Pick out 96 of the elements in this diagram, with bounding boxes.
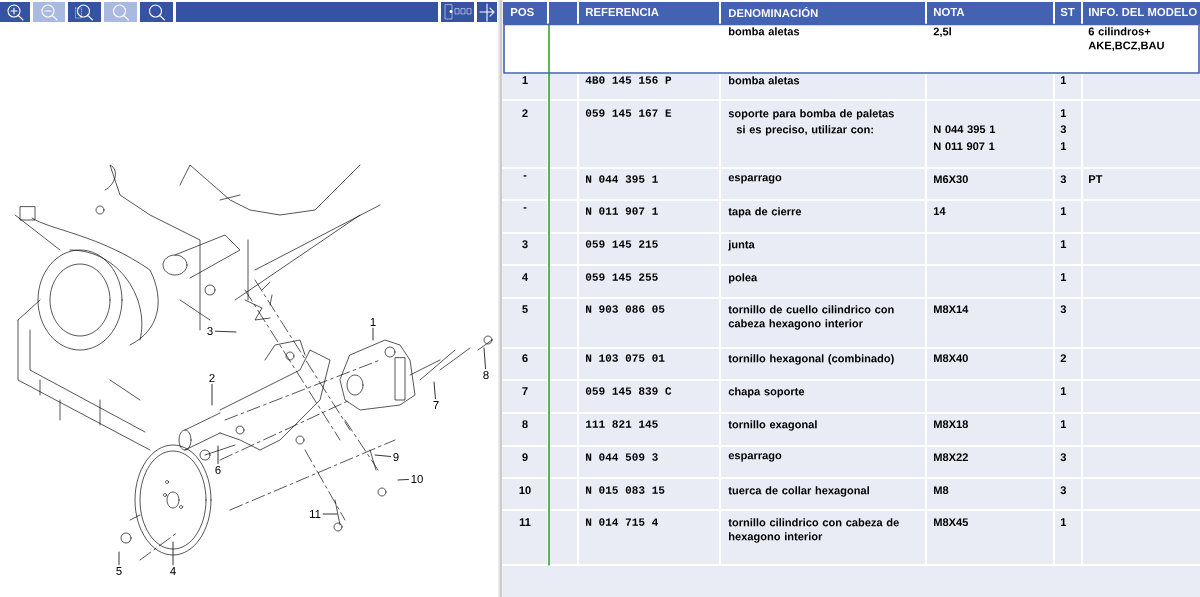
table-cell: N 011 907 1 <box>934 142 995 151</box>
table-cell: 1 <box>1060 207 1067 215</box>
callout-number: 2 <box>206 372 218 384</box>
leader-line <box>217 445 219 465</box>
table-cell: 5 <box>522 305 528 313</box>
table-cell: 3 <box>1060 486 1067 495</box>
table-cell: bomba aletas <box>729 27 800 36</box>
table-cell: 3 <box>1060 305 1067 314</box>
table-cell: 2,5l <box>933 27 951 37</box>
table-cell: 059 145 255 <box>585 273 658 281</box>
table-cell: 1 <box>1060 109 1067 117</box>
table-cell: 2 <box>1060 354 1066 362</box>
table-cell: M8X18 <box>934 420 968 429</box>
table-cell: 2 <box>522 109 528 117</box>
table-cell: polea <box>729 273 758 284</box>
table-cell: soporte para bomba de paletas <box>728 109 894 120</box>
column-header: INFO. DEL MODELO <box>1089 8 1197 16</box>
table-cell: 11 <box>519 518 531 526</box>
table-cell: 111 821 145 <box>586 420 658 428</box>
leader-line <box>372 327 374 341</box>
table-cell: PT <box>1089 175 1103 183</box>
table-cell: M8X22 <box>934 453 968 462</box>
table-cell: 1 <box>1060 273 1067 281</box>
callout-number: 1 <box>367 316 379 328</box>
table-cell: bomba aletas <box>729 76 800 85</box>
table-cell: 1 <box>1060 518 1067 526</box>
table-cell: 1 <box>1060 142 1067 150</box>
table-cell: 059 145 167 E <box>585 109 672 117</box>
callout-number: 7 <box>430 399 442 411</box>
table-cell: tornillo de cuello cilindrico con cabeza hexagono interior <box>728 305 894 330</box>
callout-number: 4 <box>167 565 179 577</box>
table-cell: M8 <box>934 486 949 495</box>
table-cell: 8 <box>522 420 528 429</box>
callout-number: 9 <box>390 451 402 463</box>
table-cell: si es preciso, utilizar con: <box>736 125 873 136</box>
callout-number: 6 <box>212 464 224 476</box>
table-cell: 3 <box>1060 175 1067 184</box>
table-cell: 14 <box>933 207 946 215</box>
table-cell: 6 cilindros+ AKE,BCZ,BAU <box>1088 27 1164 51</box>
table-cell: 1 <box>1060 240 1067 248</box>
table-cell: esparrago <box>728 453 782 462</box>
table-cell: 1 <box>1060 420 1067 428</box>
table-cell: N 014 715 4 <box>586 518 658 526</box>
table-cell: chapa soporte <box>728 387 805 398</box>
table-cell: 3 <box>522 240 528 249</box>
table-cell: N 044 395 1 <box>934 125 996 134</box>
table-cell: M8X45 <box>934 518 968 527</box>
column-header: POS <box>511 8 534 16</box>
table-cell: N 011 907 1 <box>586 207 658 215</box>
leader-line <box>172 541 174 566</box>
leader-line <box>118 551 120 566</box>
table-cell: 059 145 839 C <box>585 387 672 395</box>
table-cell: N 903 086 05 <box>586 305 665 313</box>
table-cell: N 015 083 15 <box>586 486 665 494</box>
table-cell: esparrago <box>728 175 782 184</box>
table-cell: 4 <box>522 273 528 281</box>
column-header: ST <box>1060 8 1075 16</box>
table-cell: 3 <box>1060 125 1067 134</box>
leader-line <box>322 513 338 515</box>
table-cell: 10 <box>519 486 531 495</box>
leader-line <box>483 347 486 370</box>
table-cell: 1 <box>1060 387 1067 395</box>
column-header: DENOMINACIÓN <box>729 6 818 18</box>
table-cell: tapa de cierre <box>728 207 802 218</box>
table-cell: - <box>523 207 527 209</box>
table-cell: M8X40 <box>934 354 968 363</box>
table-cell: 1 <box>522 76 528 84</box>
leader-line <box>374 454 391 457</box>
table-cell: 3 <box>1060 453 1067 462</box>
table-cell: - <box>523 175 527 177</box>
table-cell: 7 <box>522 387 528 395</box>
table-cell: 059 145 215 <box>585 240 658 248</box>
table-cell: tuerca de collar hexagonal <box>728 486 869 497</box>
leader-line <box>397 479 409 481</box>
table-cell: M8X14 <box>934 305 969 314</box>
table-cell: tornillo hexagonal (combinado) <box>728 354 894 365</box>
table-cell: N 044 395 1 <box>586 175 658 183</box>
table-cell: N 044 509 3 <box>586 453 658 461</box>
table-cell: 1 <box>1060 76 1067 84</box>
callout-number: 11 <box>307 508 323 520</box>
table-cell: tornillo exagonal <box>728 420 817 431</box>
column-header: REFERENCIA <box>586 8 659 16</box>
leader-line <box>433 381 436 400</box>
column-header: NOTA <box>934 8 965 16</box>
callout-number: 5 <box>113 565 125 577</box>
table-cell: junta <box>728 240 755 251</box>
table-cell: 6 <box>522 354 528 363</box>
table-cell: 9 <box>522 453 528 462</box>
table-cell: M6X30 <box>934 175 968 184</box>
callout-number: 8 <box>480 369 492 381</box>
leader-line <box>215 330 237 333</box>
table-cell: tornillo cilindrico con cabeza de hexagono interior <box>728 518 899 543</box>
table-cell: N 103 075 01 <box>586 354 665 362</box>
leader-line <box>211 383 213 406</box>
callout-number: 3 <box>204 325 216 337</box>
table-cell: 4B0 145 156 P <box>585 76 672 84</box>
